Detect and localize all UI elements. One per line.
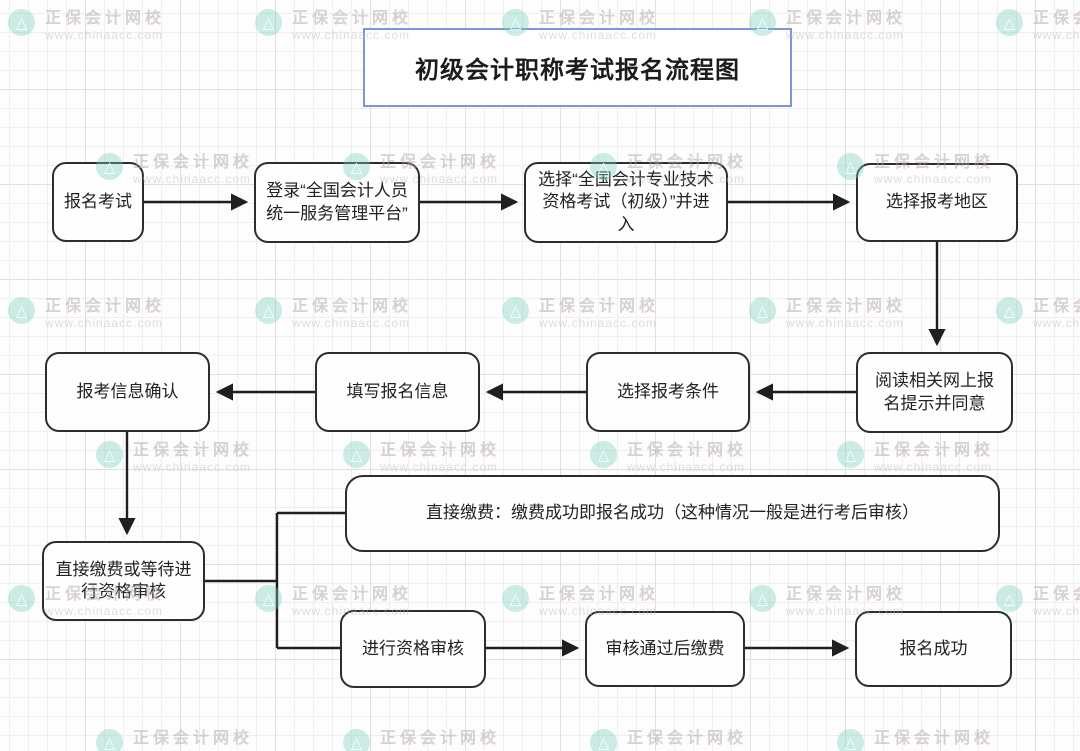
node-label: 直接缴费或等待进行资格审核 bbox=[55, 559, 192, 601]
flow-node-login-platform: 登录“全国会计人员统一服务管理平台” bbox=[254, 162, 420, 243]
flow-node-register-success: 报名成功 bbox=[855, 611, 1012, 687]
flow-node-qualification-review: 进行资格审核 bbox=[340, 610, 486, 688]
flow-node-confirm-info: 报考信息确认 bbox=[45, 352, 210, 432]
node-label: 审核通过后缴费 bbox=[605, 638, 725, 658]
node-label: 进行资格审核 bbox=[362, 638, 464, 658]
node-label: 选择“全国会计专业技术资格考试（初级）”并进入 bbox=[538, 169, 714, 234]
node-label: 选择报考条件 bbox=[617, 381, 719, 401]
diagram-title: 初级会计职称考试报名流程图 bbox=[415, 57, 740, 84]
flow-node-read-notice: 阅读相关网上报名提示并同意 bbox=[856, 352, 1013, 433]
flow-node-select-region: 选择报考地区 bbox=[856, 163, 1018, 242]
node-label: 报名考试 bbox=[64, 191, 132, 211]
flow-node-register-exam: 报名考试 bbox=[52, 162, 144, 242]
node-label: 报考信息确认 bbox=[76, 381, 179, 401]
flow-node-pay-after-review: 审核通过后缴费 bbox=[585, 611, 745, 687]
flow-node-select-exam: 选择“全国会计专业技术资格考试（初级）”并进入 bbox=[524, 162, 728, 243]
branch-n9-n10-n11 bbox=[205, 511, 345, 650]
node-label: 直接缴费：缴费成功即报名成功（这种情况一般是进行考后审核） bbox=[426, 503, 919, 523]
flow-node-pay-or-wait-review: 直接缴费或等待进行资格审核 bbox=[42, 541, 205, 621]
node-label: 填写报名信息 bbox=[346, 381, 449, 401]
node-label: 登录“全国会计人员统一服务管理平台” bbox=[266, 181, 408, 223]
node-label: 阅读相关网上报名提示并同意 bbox=[875, 371, 994, 413]
node-label: 选择报考地区 bbox=[886, 192, 988, 212]
flow-node-fill-info: 填写报名信息 bbox=[315, 352, 480, 432]
node-label: 报名成功 bbox=[899, 638, 968, 658]
diagram-title-box: 初级会计职称考试报名流程图 bbox=[363, 28, 792, 107]
flow-node-select-conditions: 选择报考条件 bbox=[586, 352, 750, 432]
flow-node-direct-payment: 直接缴费：缴费成功即报名成功（这种情况一般是进行考后审核） bbox=[345, 475, 1000, 552]
